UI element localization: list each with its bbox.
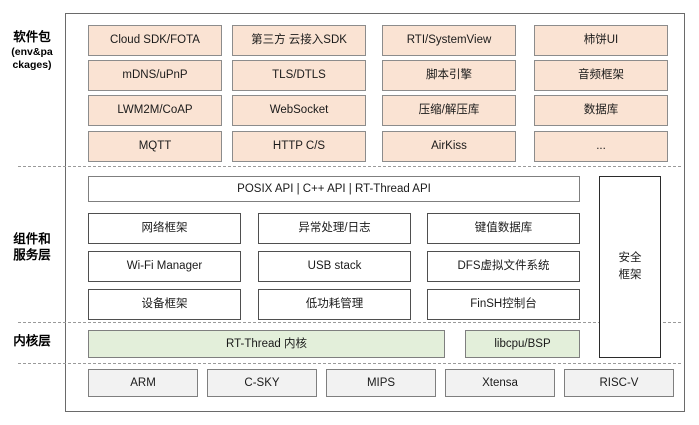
layer-label-packages: 软件包 (env&pa ckages) bbox=[0, 30, 64, 72]
package-box[interactable]: TLS/DTLS bbox=[232, 60, 366, 91]
component-box[interactable]: DFS虚拟文件系统 bbox=[427, 251, 580, 282]
component-box[interactable]: 键值数据库 bbox=[427, 213, 580, 244]
component-box[interactable]: 设备框架 bbox=[88, 289, 241, 320]
cpu-arch-box[interactable]: RISC-V bbox=[564, 369, 674, 397]
kernel-core-box[interactable]: RT-Thread 内核 bbox=[88, 330, 445, 358]
api-bar[interactable]: POSIX API | C++ API | RT-Thread API bbox=[88, 176, 580, 202]
layer-label-components-line1: 组件和 bbox=[13, 232, 51, 246]
cpu-arch-box[interactable]: MIPS bbox=[326, 369, 436, 397]
package-box[interactable]: LWM2M/CoAP bbox=[88, 95, 222, 126]
package-box[interactable]: HTTP C/S bbox=[232, 131, 366, 162]
package-box[interactable]: RTI/SystemView bbox=[382, 25, 516, 56]
kernel-libcpu-bsp-box[interactable]: libcpu/BSP bbox=[465, 330, 580, 358]
component-box[interactable]: 网络框架 bbox=[88, 213, 241, 244]
package-box[interactable]: 第三方 云接入SDK bbox=[232, 25, 366, 56]
layer-label-packages-main: 软件包 bbox=[13, 30, 51, 44]
security-framework-box[interactable]: 安全 框架 bbox=[599, 176, 661, 358]
layer-label-packages-sub2: ckages) bbox=[12, 58, 52, 71]
package-box[interactable]: 柿饼UI bbox=[534, 25, 668, 56]
layer-label-components-line2: 服务层 bbox=[13, 247, 51, 262]
package-box[interactable]: Cloud SDK/FOTA bbox=[88, 25, 222, 56]
cpu-arch-box[interactable]: ARM bbox=[88, 369, 198, 397]
package-box[interactable]: 音频框架 bbox=[534, 60, 668, 91]
package-box[interactable]: 数据库 bbox=[534, 95, 668, 126]
package-box[interactable]: WebSocket bbox=[232, 95, 366, 126]
security-framework-line2: 框架 bbox=[618, 269, 642, 281]
diagram-outer-frame bbox=[65, 13, 685, 412]
divider-components-kernel bbox=[18, 322, 681, 323]
layer-label-kernel-main: 内核层 bbox=[13, 334, 51, 348]
divider-packages-components bbox=[18, 166, 681, 167]
layer-label-kernel: 内核层 bbox=[0, 334, 64, 350]
component-box[interactable]: USB stack bbox=[258, 251, 411, 282]
component-box[interactable]: FinSH控制台 bbox=[427, 289, 580, 320]
package-box[interactable]: AirKiss bbox=[382, 131, 516, 162]
package-box[interactable]: mDNS/uPnP bbox=[88, 60, 222, 91]
divider-kernel-cpu bbox=[18, 363, 681, 364]
package-box[interactable]: 脚本引擎 bbox=[382, 60, 516, 91]
cpu-arch-box[interactable]: Xtensa bbox=[445, 369, 555, 397]
security-framework-line1: 安全 bbox=[618, 251, 642, 264]
package-box[interactable]: 压缩/解压库 bbox=[382, 95, 516, 126]
component-box[interactable]: 低功耗管理 bbox=[258, 289, 411, 320]
component-box[interactable]: Wi-Fi Manager bbox=[88, 251, 241, 282]
component-box[interactable]: 异常处理/日志 bbox=[258, 213, 411, 244]
layer-label-components: 组件和 服务层 bbox=[0, 232, 64, 263]
package-box[interactable]: ... bbox=[534, 131, 668, 162]
layer-label-packages-sub1: (env&pa bbox=[11, 45, 53, 58]
package-box[interactable]: MQTT bbox=[88, 131, 222, 162]
cpu-arch-box[interactable]: C-SKY bbox=[207, 369, 317, 397]
